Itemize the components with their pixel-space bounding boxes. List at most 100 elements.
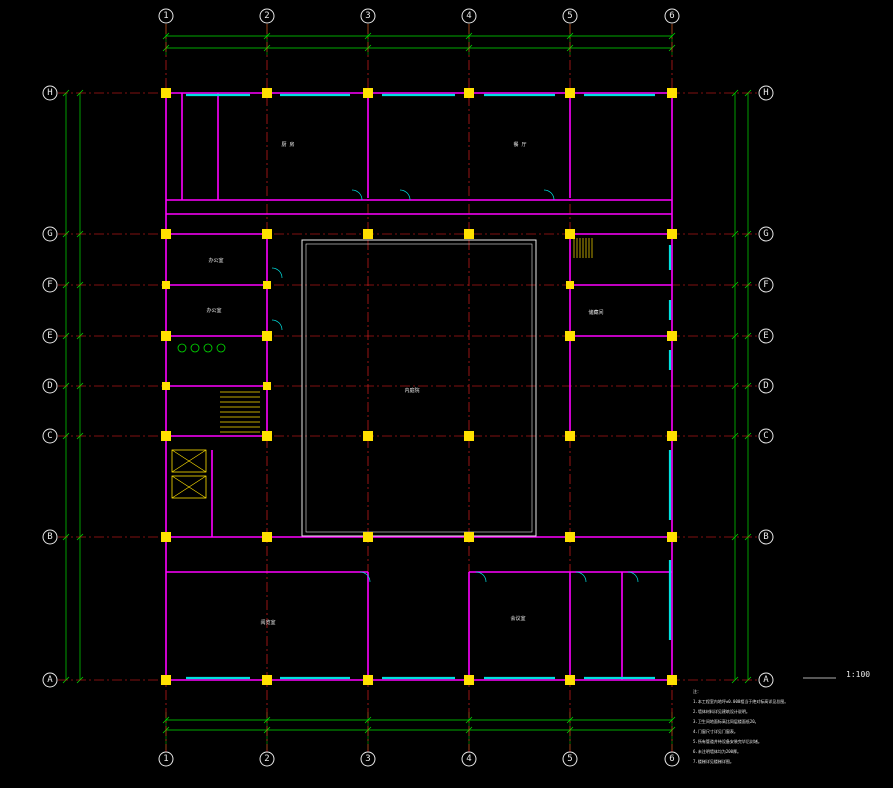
grid-bubble-top: 3 — [360, 8, 376, 24]
grid-bubble-label: B — [47, 532, 52, 542]
room-label-dining: 餐 厅 — [513, 141, 526, 148]
grid-bubble-left: C — [42, 428, 58, 444]
note-line: 1.本工程室内地坪±0.000相当于绝对标高详见总图。 — [693, 698, 788, 704]
grid-bubble-top: 4 — [461, 8, 477, 24]
grid-bubble-circle — [259, 8, 275, 24]
room-label-kitchen: 厨 房 — [281, 141, 294, 148]
grid-bubble-label: 6 — [669, 11, 674, 21]
elevator-shaft — [171, 449, 207, 473]
room-label-office-b: 办公室 — [206, 307, 221, 314]
grid-bubble-circle — [259, 751, 275, 767]
elevator-cross — [171, 449, 207, 473]
note-line: 2.墙体材料详见建筑设计说明。 — [693, 708, 750, 714]
column — [667, 675, 677, 685]
grid-bubble-circle — [758, 428, 774, 444]
column — [161, 229, 171, 239]
grid-bubble-bottom: 2 — [259, 751, 275, 767]
note-line: 7.楼梯详见楼梯详图。 — [693, 758, 734, 764]
windows — [186, 93, 672, 680]
grid-bubble-circle — [42, 226, 58, 242]
atrium-outline — [301, 239, 537, 537]
grid-bubble-bottom: 5 — [562, 751, 578, 767]
grid-bubble-circle — [758, 529, 774, 545]
room-labels: 厨 房餐 厅内庭院办公室办公室储藏间阅览室会议室 — [206, 141, 603, 626]
grid-bubble-circle — [562, 8, 578, 24]
column — [262, 532, 272, 542]
column — [464, 229, 474, 239]
grid-bubble-circle — [42, 277, 58, 293]
grid-bubble-label: B — [763, 532, 768, 542]
elevator-shaft — [171, 475, 207, 499]
door-swing — [351, 189, 363, 201]
toilet-fixture — [203, 343, 213, 353]
column — [262, 229, 272, 239]
column — [566, 281, 574, 289]
column — [565, 532, 575, 542]
walls — [165, 92, 673, 681]
door-swing — [475, 571, 487, 583]
grid-bubble-circle — [42, 328, 58, 344]
dim-tick — [731, 533, 739, 541]
room-label-meeting: 会议室 — [510, 615, 525, 622]
grid-bubble-right: F — [758, 277, 774, 293]
grid-bubble-label: H — [763, 88, 768, 98]
room-label-atrium: 内庭院 — [404, 387, 419, 394]
grid-bubble-right: B — [758, 529, 774, 545]
grid-bubble-right: C — [758, 428, 774, 444]
grid-bubble-circle — [461, 751, 477, 767]
column — [363, 229, 373, 239]
grid-bubble-label: 5 — [567, 754, 572, 764]
grid-bubble-label: 2 — [264, 754, 269, 764]
note-line: 3.卫生间地面标高比同层楼面低20。 — [693, 718, 759, 724]
grid-bubble-right: A — [758, 672, 774, 688]
column — [464, 532, 474, 542]
general-notes: 注： 1.本工程室内地坪±0.000相当于绝对标高详见总图。 2.墙体材料详见建筑设… — [693, 688, 788, 764]
room-label-office-a: 办公室 — [208, 257, 223, 264]
grid-bubble-label: D — [763, 381, 768, 391]
door-swing — [271, 267, 283, 279]
grid-bubble-label: 1 — [163, 11, 168, 21]
door-swing — [271, 319, 283, 331]
note-line: 5.所有管道井待设备安装完毕后封堵。 — [693, 738, 762, 744]
grid-bubble-bottom: 3 — [360, 751, 376, 767]
column — [464, 88, 474, 98]
grid-bubble-circle — [758, 226, 774, 242]
grid-bubble-right: G — [758, 226, 774, 242]
grid-bubble-circle — [42, 672, 58, 688]
column — [262, 331, 272, 341]
grid-bubble-circle — [42, 378, 58, 394]
grid-bubble-left: A — [42, 672, 58, 688]
dim-tick — [731, 382, 739, 390]
grid-bubble-label: D — [47, 381, 52, 391]
grid-bubble-circle — [664, 8, 680, 24]
column — [565, 675, 575, 685]
grid-bubble-label: A — [47, 675, 53, 685]
note-line: 注： — [693, 688, 701, 694]
toilet-fixture — [216, 343, 226, 353]
drawing-scale: 1:100 — [803, 670, 870, 679]
grid-bubble-label: E — [763, 331, 768, 341]
room-label-reading: 阅览室 — [260, 619, 275, 626]
column — [263, 281, 271, 289]
column — [565, 331, 575, 341]
dim-tick — [731, 281, 739, 289]
grid-bubble-label: F — [763, 280, 768, 290]
column — [667, 88, 677, 98]
column — [161, 532, 171, 542]
grid-bubble-label: 6 — [669, 754, 674, 764]
grid-bubble-label: H — [47, 88, 52, 98]
column — [667, 331, 677, 341]
dim-tick — [731, 230, 739, 238]
atrium-inner-outline — [305, 243, 533, 533]
note-line: 4.门窗尺寸详见门窗表。 — [693, 728, 738, 734]
grid-bubble-left: E — [42, 328, 58, 344]
grid-bubble-label: C — [47, 431, 52, 441]
grid-bubble-circle — [42, 428, 58, 444]
column — [262, 675, 272, 685]
grid-bubble-label: A — [763, 675, 769, 685]
column — [363, 431, 373, 441]
grid-bubble-circle — [360, 8, 376, 24]
grid-bubble-circle — [758, 328, 774, 344]
grid-bubble-circle — [758, 85, 774, 101]
